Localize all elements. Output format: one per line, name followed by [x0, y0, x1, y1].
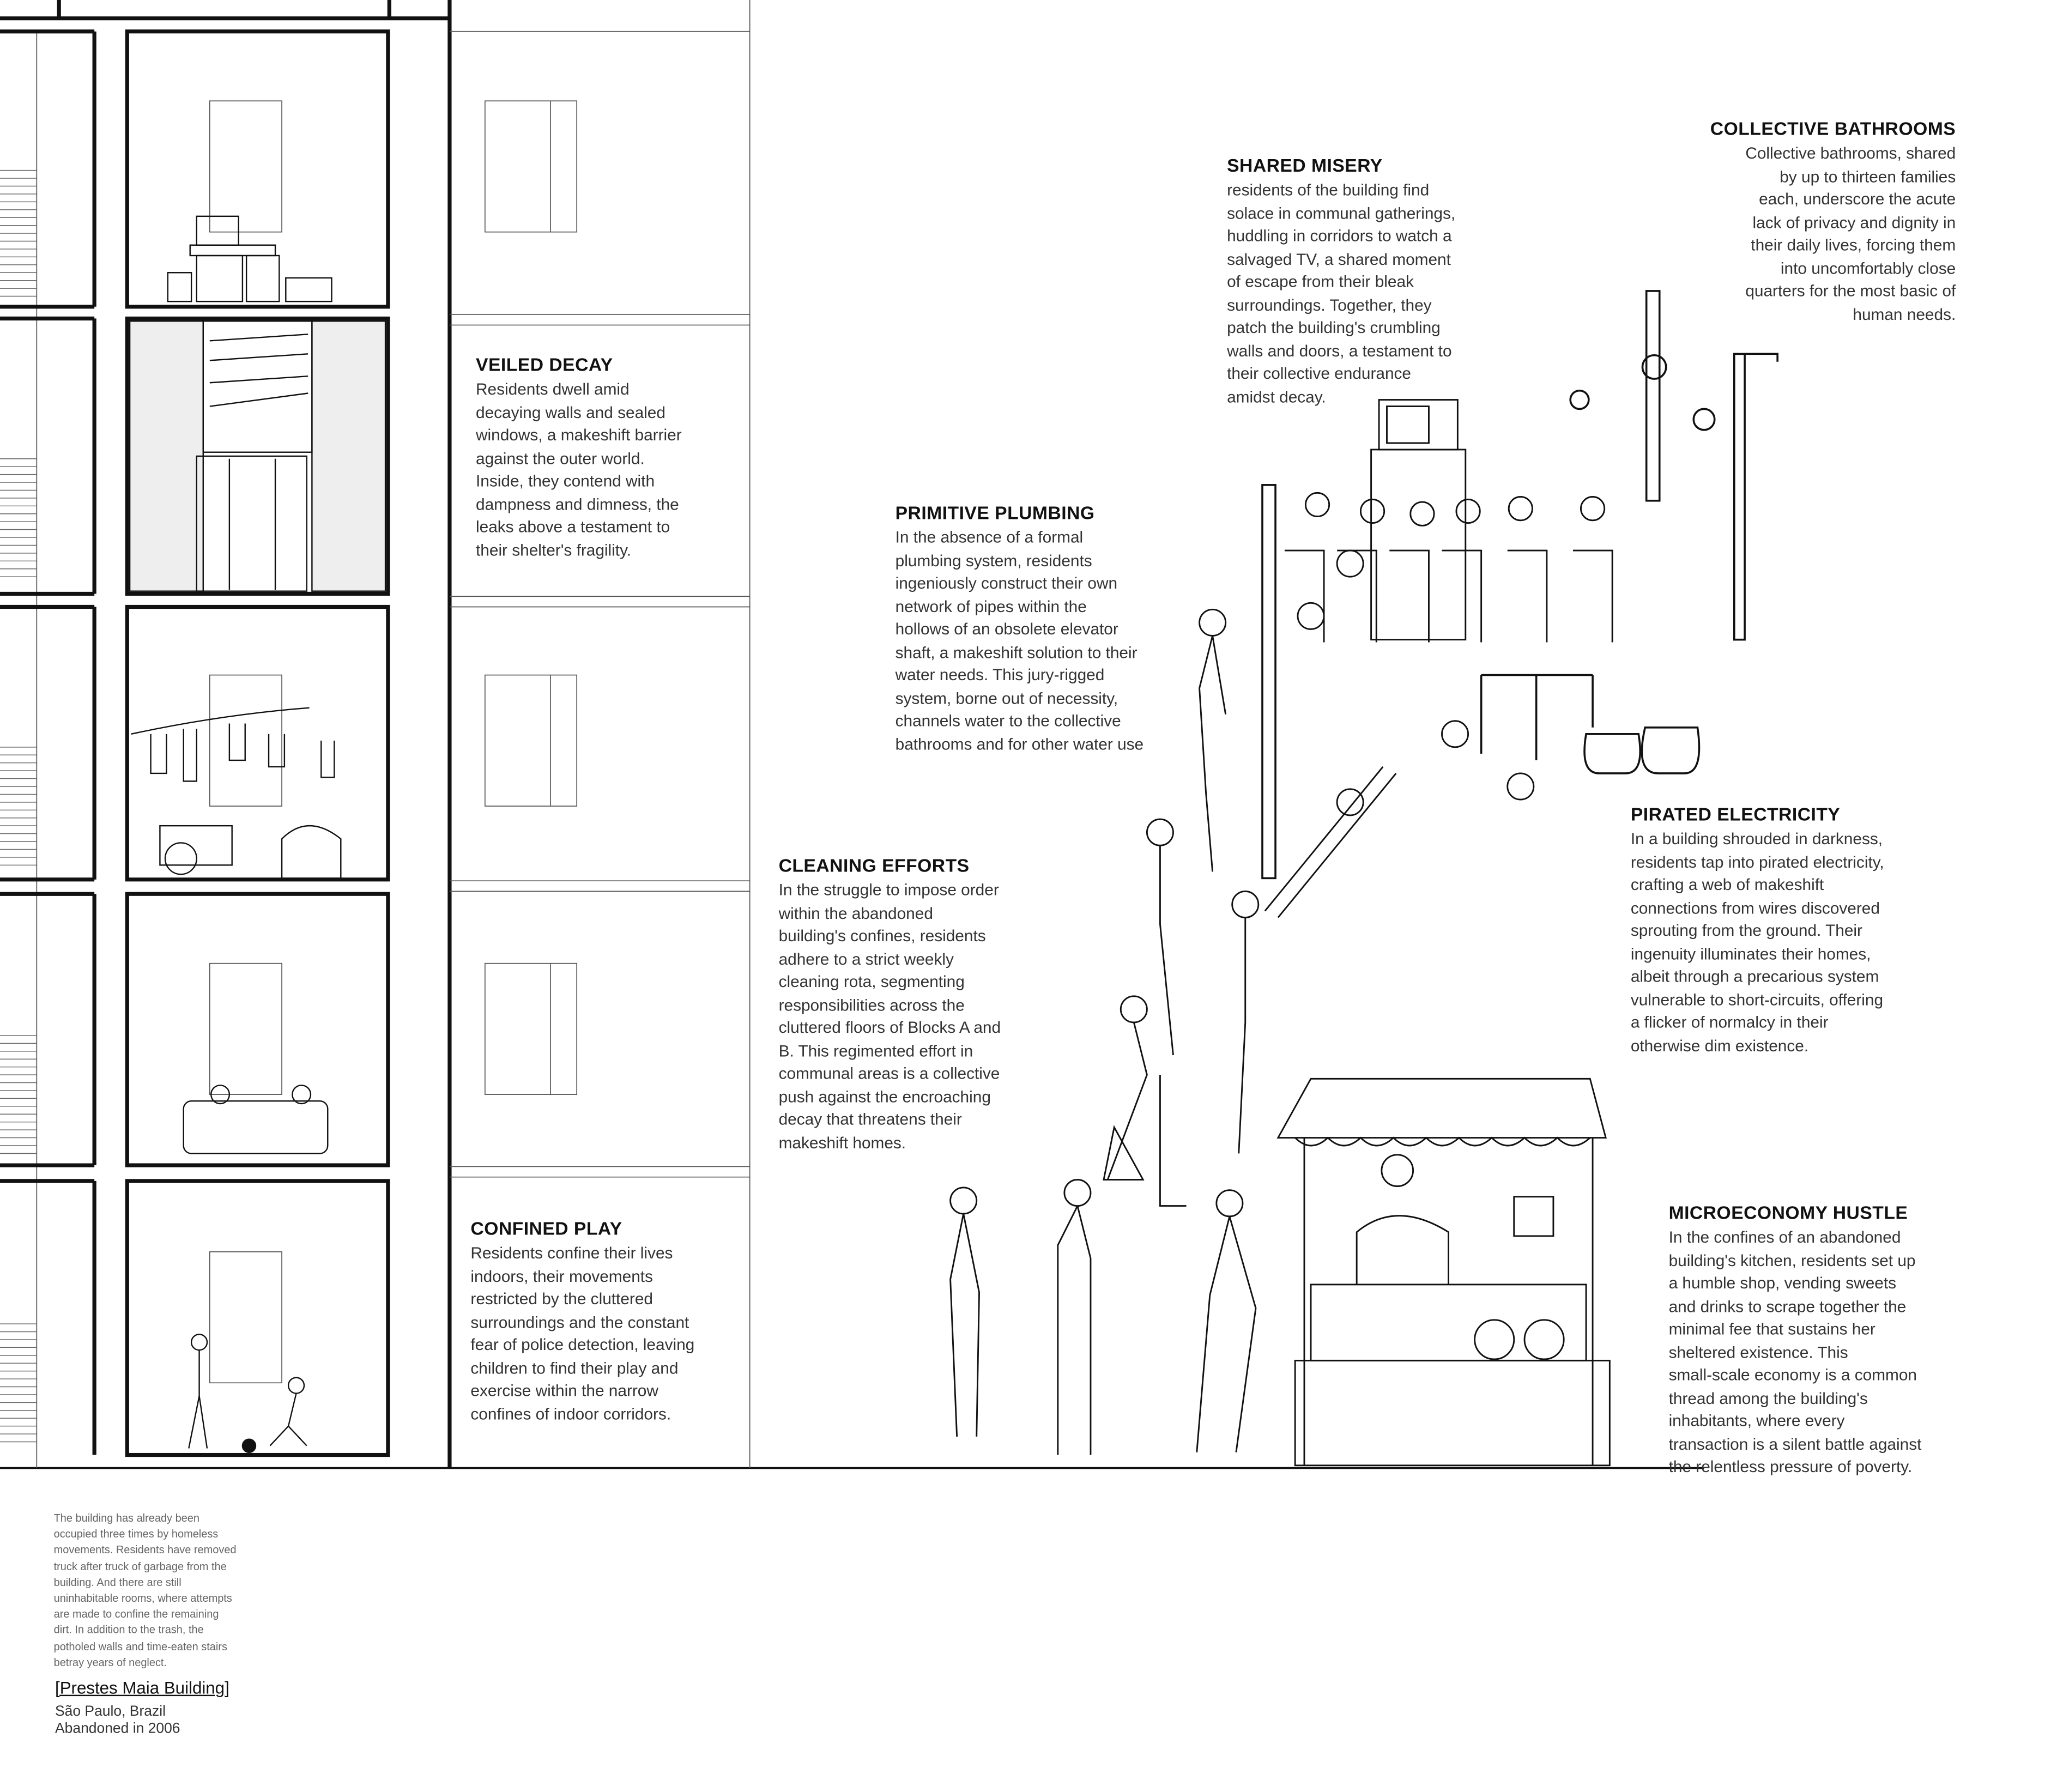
customers	[949, 1179, 1257, 1455]
sealed-wall-boards	[129, 320, 386, 592]
section-title: VEILED DECAY	[476, 354, 613, 375]
section-title: CONFINED PLAY	[470, 1218, 622, 1239]
section-title: CLEANING EFFORTS	[778, 855, 970, 876]
section-body: residents of the building find solace in…	[1227, 180, 1456, 406]
section-shared-misery: SHARED MISERY residents of the building …	[1227, 155, 1455, 409]
workers-and-cleaners	[1103, 549, 1535, 1207]
building-name: [Prestes Maia Building]	[55, 1678, 229, 1698]
section-cleaning-efforts: CLEANING EFFORTS In the struggle to impo…	[779, 855, 1001, 1155]
section-body: Residents confine their lives indoors, t…	[470, 1244, 695, 1423]
building-history-note: The building has already been occupied t…	[53, 1511, 237, 1669]
tv-gathering	[1284, 399, 1613, 643]
showers	[1569, 290, 1778, 641]
section-confined-play: CONFINED PLAY Residents confine their li…	[470, 1218, 694, 1426]
furniture-pile	[167, 215, 332, 302]
section-microeconomy-hustle: MICROECONOMY HUSTLE In the confines of a…	[1669, 1202, 1922, 1479]
market-stall	[1276, 1077, 1611, 1467]
section-title: SHARED MISERY	[1227, 154, 1383, 176]
section-pirated-electricity: PIRATED ELECTRICITY In a building shroud…	[1631, 803, 1884, 1058]
children-playing	[188, 1334, 307, 1453]
section-body: Collective bathrooms, shared by up to th…	[1745, 144, 1956, 323]
section-title: PRIMITIVE PLUMBING	[895, 502, 1095, 523]
section-veiled-decay: VEILED DECAY Residents dwell amid decayi…	[476, 354, 682, 562]
building-location: São Paulo, Brazil Abandoned in 2006	[55, 1704, 180, 1736]
section-title: COLLECTIVE BATHROOMS	[1710, 118, 1956, 139]
section-body: In the confines of an abandoned building…	[1668, 1228, 1922, 1476]
section-body: Residents dwell amid decaying walls and …	[476, 380, 682, 559]
clothesline	[131, 707, 342, 879]
building-structure	[0, 0, 1704, 1469]
section-body: In the struggle to impose order within t…	[778, 881, 1001, 1152]
stair-hatching	[0, 169, 37, 1443]
section-body: In a building shrouded in darkness, resi…	[1630, 830, 1884, 1055]
section-title: PIRATED ELECTRICITY	[1630, 803, 1841, 825]
section-body: In the absence of a formal plumbing syst…	[895, 528, 1144, 753]
sofa-movers	[183, 1085, 329, 1154]
water-pipes	[1261, 484, 1701, 880]
section-title: MICROECONOMY HUSTLE	[1668, 1202, 1908, 1223]
section-primitive-plumbing: PRIMITIVE PLUMBING In the absence of a f…	[896, 502, 1144, 756]
section-collective-bathrooms: COLLECTIVE BATHROOMS Collective bathroom…	[1710, 118, 1956, 326]
